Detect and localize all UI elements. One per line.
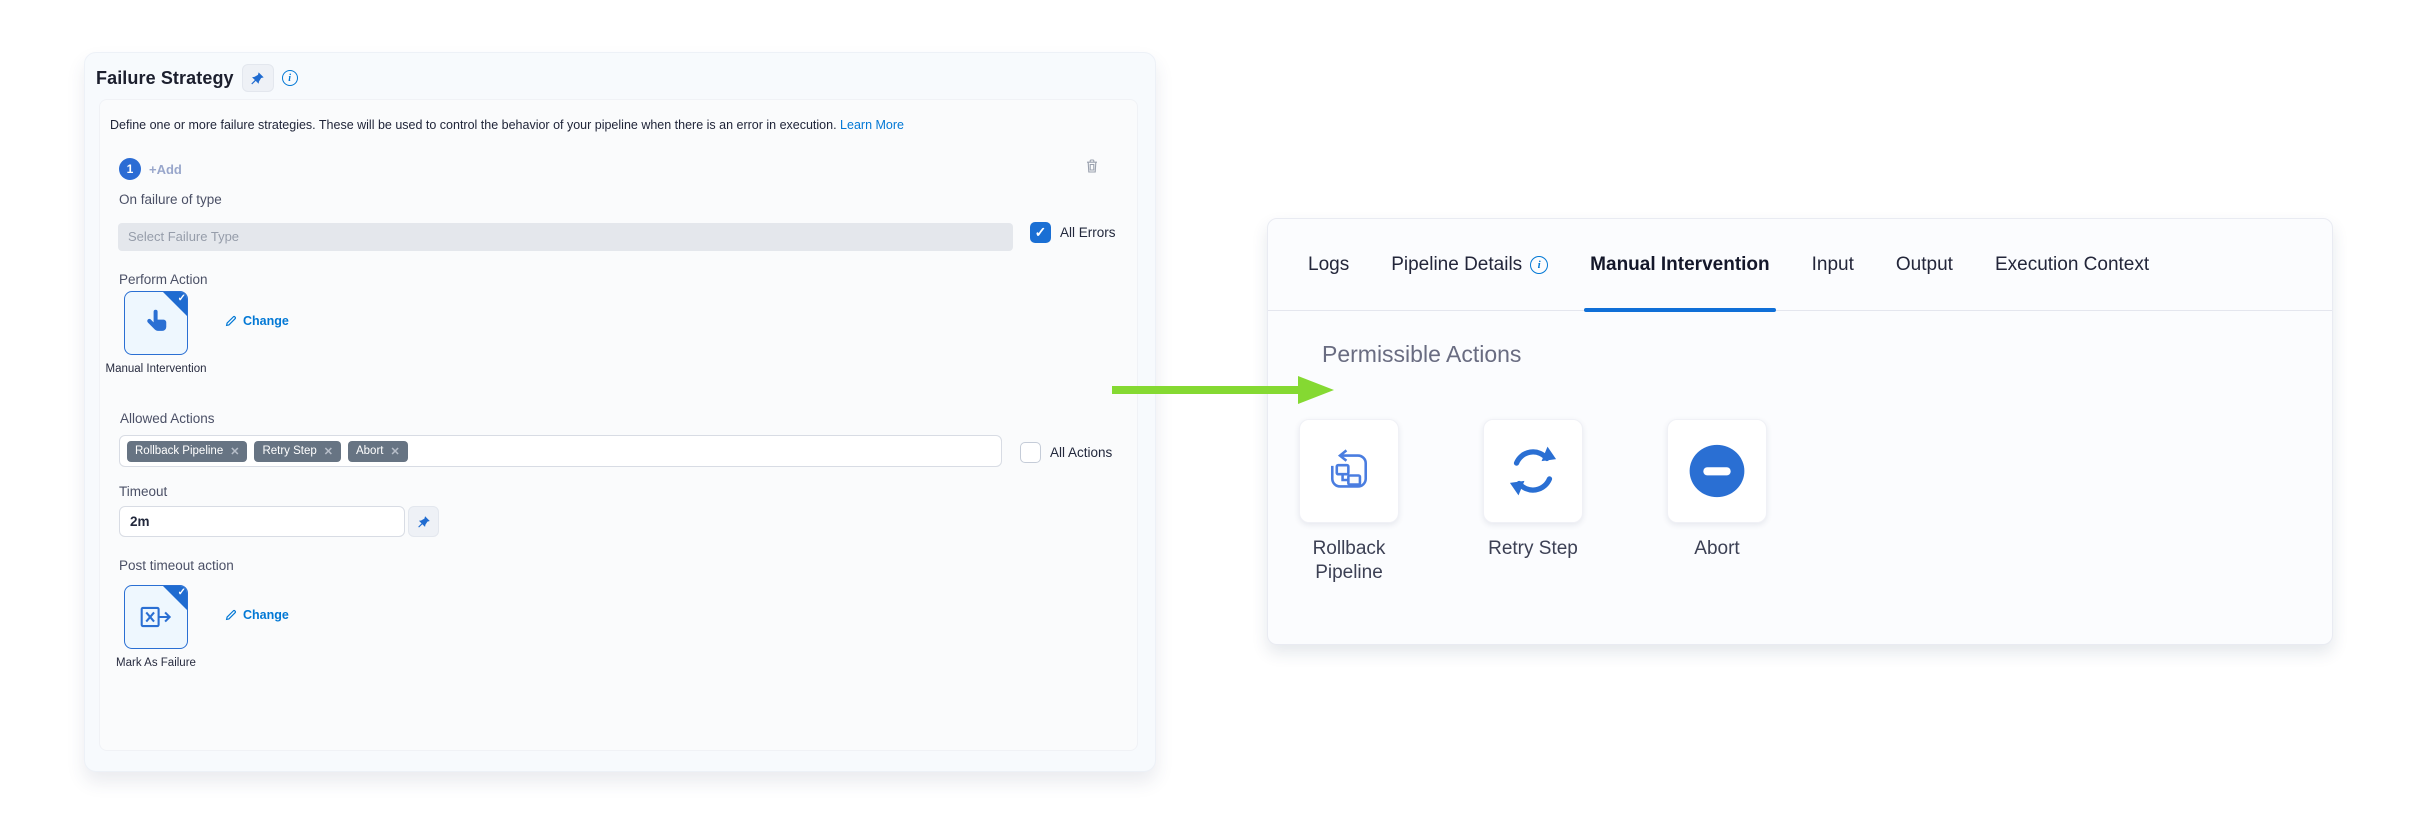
timeout-row xyxy=(119,506,439,537)
failure-strategy-panel: Failure Strategy i Define one or more fa… xyxy=(84,52,1156,772)
timeout-pin-button[interactable] xyxy=(408,506,439,537)
permissible-action-rollback: Rollback Pipeline xyxy=(1299,419,1399,585)
tab-logs[interactable]: Logs xyxy=(1308,253,1350,275)
panel-title: Failure Strategy xyxy=(96,67,234,88)
rollback-pipeline-icon xyxy=(1331,449,1367,488)
all-errors-label: All Errors xyxy=(1060,225,1116,240)
retry-icon xyxy=(1509,446,1557,496)
description-text: Define one or more failure strategies. T… xyxy=(110,118,837,132)
remove-tag-icon[interactable]: ✕ xyxy=(230,445,240,458)
pin-icon xyxy=(417,515,430,528)
tag-retry-step: Retry Step ✕ xyxy=(254,440,341,462)
change-post-timeout-link[interactable]: Change xyxy=(225,608,289,622)
post-timeout-label: Post timeout action xyxy=(119,558,234,573)
selected-check-icon xyxy=(163,586,187,610)
step-details-panel: Logs Pipeline Details i Manual Intervent… xyxy=(1267,218,2333,645)
green-arrow xyxy=(1112,376,1334,404)
all-actions-label: All Actions xyxy=(1050,445,1113,460)
info-icon[interactable]: i xyxy=(1530,255,1549,274)
on-failure-label: On failure of type xyxy=(119,192,222,207)
failure-type-select[interactable]: Select Failure Type xyxy=(118,223,1013,251)
allowed-actions-label: Allowed Actions xyxy=(120,411,215,426)
permissible-actions-title: Permissible Actions xyxy=(1322,341,1522,367)
failure-strategy-header: Failure Strategy i xyxy=(96,64,298,92)
learn-more-link[interactable]: Learn More xyxy=(840,118,904,132)
all-errors-checkbox[interactable] xyxy=(1030,222,1051,243)
tab-manual-intervention[interactable]: Manual Intervention xyxy=(1584,219,1777,312)
pin-icon xyxy=(251,71,264,84)
all-errors-checkbox-row[interactable]: All Errors xyxy=(1030,222,1116,243)
tab-input[interactable]: Input xyxy=(1811,253,1854,275)
allowed-actions-input[interactable]: Rollback Pipeline ✕ Retry Step ✕ Abort ✕ xyxy=(119,435,1002,467)
pin-button[interactable] xyxy=(241,64,274,92)
rollback-pipeline-button[interactable] xyxy=(1299,419,1399,523)
rollback-pipeline-label: Rollback Pipeline xyxy=(1312,538,1386,583)
tab-pipeline-details[interactable]: Pipeline Details i xyxy=(1391,219,1549,311)
strategy-index-badge[interactable]: 1 xyxy=(119,158,141,180)
permissible-action-abort: Abort xyxy=(1667,419,1767,585)
details-tab-bar: Logs Pipeline Details i Manual Intervent… xyxy=(1268,219,2332,312)
abort-label: Abort xyxy=(1694,538,1740,559)
permissible-action-retry: Retry Step xyxy=(1483,419,1583,585)
pencil-icon xyxy=(225,316,236,327)
tab-output[interactable]: Output xyxy=(1895,253,1953,275)
timeout-input[interactable] xyxy=(119,506,405,537)
selected-check-icon xyxy=(163,292,187,316)
abort-icon xyxy=(1689,444,1745,498)
timeout-label: Timeout xyxy=(119,484,168,499)
retry-step-button[interactable] xyxy=(1483,419,1583,523)
pencil-icon xyxy=(225,610,236,621)
remove-tag-icon[interactable]: ✕ xyxy=(323,445,333,458)
failure-strategy-form: Define one or more failure strategies. T… xyxy=(99,99,1138,751)
tag-abort: Abort ✕ xyxy=(347,440,408,462)
permissible-actions-row: Rollback Pipeline Retry Step xyxy=(1299,419,1767,585)
mark-as-failure-icon xyxy=(140,606,172,628)
retry-step-label: Retry Step xyxy=(1488,538,1578,559)
info-icon[interactable]: i xyxy=(281,70,298,86)
abort-button[interactable] xyxy=(1667,419,1767,523)
tag-rollback-pipeline: Rollback Pipeline ✕ xyxy=(127,440,248,462)
manual-intervention-caption: Manual Intervention xyxy=(105,363,207,375)
perform-action-label: Perform Action xyxy=(119,272,208,287)
all-actions-checkbox-row[interactable]: All Actions xyxy=(1020,442,1112,463)
tab-execution-context[interactable]: Execution Context xyxy=(1994,253,2150,275)
all-actions-checkbox[interactable] xyxy=(1020,442,1041,463)
manual-intervention-hand-icon xyxy=(147,309,167,331)
mark-as-failure-caption: Mark As Failure xyxy=(116,657,196,669)
change-perform-action-link[interactable]: Change xyxy=(225,314,289,328)
manual-intervention-card[interactable] xyxy=(124,291,188,355)
remove-tag-icon[interactable]: ✕ xyxy=(390,445,400,458)
add-strategy-button[interactable]: +Add xyxy=(149,162,182,177)
delete-strategy-icon[interactable] xyxy=(1085,158,1099,179)
panel-description: Define one or more failure strategies. T… xyxy=(110,118,1090,132)
mark-as-failure-card[interactable] xyxy=(124,585,188,649)
